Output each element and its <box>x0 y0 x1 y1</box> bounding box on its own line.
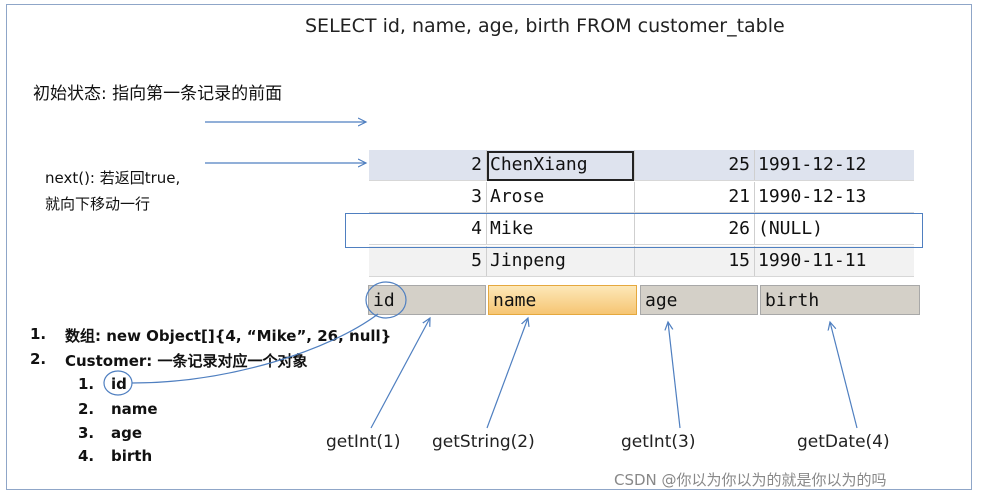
column-header-age[interactable]: age <box>640 285 758 315</box>
method-getdate-4: getDate(4) <box>797 432 890 452</box>
cell-id: 3 <box>369 182 487 212</box>
watermark: CSDN @你以为你以为的就是你以为的吗 <box>614 471 887 489</box>
cell-age: 21 <box>635 182 755 212</box>
sub-list-number: 3. <box>78 424 95 442</box>
list-number: 2. <box>30 350 47 368</box>
list-item-array: 数组: new Object[]{4, “Mike”, 26, null} <box>65 327 392 345</box>
next-label-line1: next(): 若返回true, <box>45 169 181 187</box>
table-row: 3 Arose 21 1990-12-13 <box>369 182 914 213</box>
getdate4-arrow <box>830 322 858 429</box>
id-curve-connector <box>131 313 379 384</box>
column-header-name[interactable]: name <box>488 285 637 315</box>
table-row: 4 Mike 26 (NULL) <box>369 214 914 245</box>
cell-birth: 1990-11-11 <box>758 250 867 271</box>
column-header-birth[interactable]: birth <box>760 285 920 315</box>
next-label-line2: 就向下移动一行 <box>45 195 151 213</box>
cell-age: 15 <box>635 246 755 276</box>
sub-list-item-birth: birth <box>111 447 153 465</box>
sub-list-number: 1. <box>78 375 95 393</box>
getstring2-arrow <box>486 318 528 429</box>
cell-birth: (NULL) <box>758 218 824 239</box>
cell-name: ChenXiang <box>487 150 635 180</box>
sub-list-number: 4. <box>78 447 95 465</box>
table-row: 2 ChenXiang 25 1991-12-12 <box>369 150 914 181</box>
cell-id: 4 <box>369 214 487 244</box>
column-header-id[interactable]: id <box>368 285 486 315</box>
cell-name: Jinpeng <box>487 246 635 276</box>
cell-birth: 1990-12-13 <box>758 186 867 207</box>
table-row: 5 Jinpeng 15 1990-11-11 <box>369 246 914 277</box>
method-getint-3: getInt(3) <box>621 432 696 452</box>
id-list-circle <box>103 370 133 396</box>
cell-age: 25 <box>635 150 755 180</box>
cell-birth: 1991-12-12 <box>758 154 867 175</box>
sub-list-item-name: name <box>111 400 158 418</box>
sub-list-item-id: id <box>111 375 127 393</box>
id-header-circle <box>365 281 407 319</box>
getint1-arrow <box>370 318 430 429</box>
list-item-customer: Customer: 一条记录对应一个对象 <box>65 352 308 370</box>
sql-statement: SELECT id, name, age, birth FROM custome… <box>305 15 785 37</box>
cell-name: Arose <box>487 182 635 212</box>
method-getstring-2: getString(2) <box>432 432 535 452</box>
selected-cell-outline <box>487 151 634 181</box>
list-number: 1. <box>30 325 47 343</box>
cell-id: 5 <box>369 246 487 276</box>
cell-age: 26 <box>635 214 755 244</box>
sub-list-item-age: age <box>111 424 143 442</box>
method-getint-1: getInt(1) <box>326 432 401 452</box>
cell-name: Mike <box>487 214 635 244</box>
initial-state-label: 初始状态: 指向第一条记录的前面 <box>33 84 283 104</box>
current-row-highlight <box>345 213 923 248</box>
cell-id: 2 <box>369 150 487 180</box>
sub-list-number: 2. <box>78 400 95 418</box>
getint3-arrow <box>668 322 681 429</box>
diagram-frame <box>6 4 972 490</box>
